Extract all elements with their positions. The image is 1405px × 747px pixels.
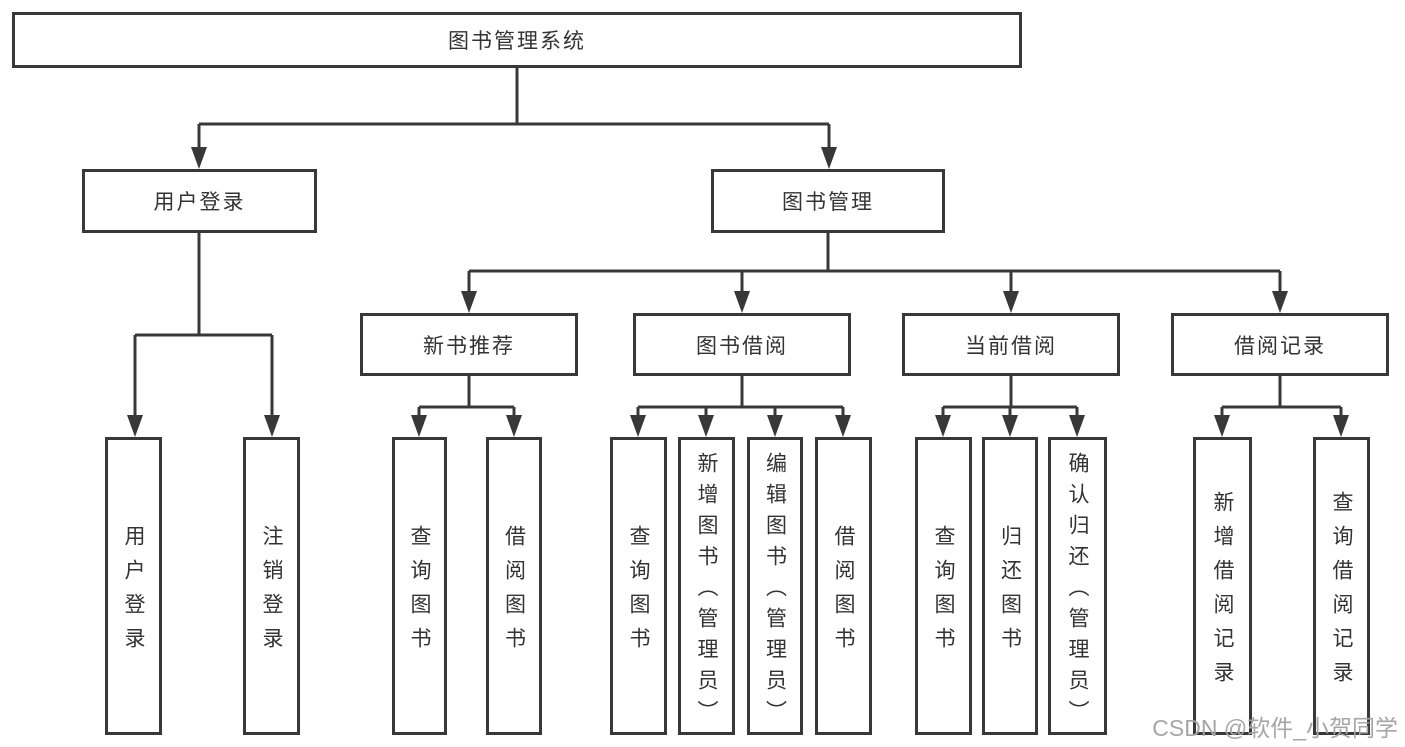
leaf-query-borrow-record: 查询借阅记录 [1313,437,1370,735]
node-user-login-label: 用户登录 [153,191,246,214]
leaf-edit-book-admin: 编辑图书（管理员） [747,437,803,735]
node-current-borrowing: 当前借阅 [902,313,1120,376]
leaf-query-books-borrow: 查询图书 [610,437,667,735]
node-book-management-label: 图书管理 [782,191,874,214]
leaf-user-login: 用户登录 [105,437,162,735]
node-current-borrowing-label: 当前借阅 [965,334,1057,358]
leaf-edit-book-admin-label: 编辑图书（管理员） [763,451,787,731]
node-root-label: 图书管理系统 [448,30,586,53]
node-book-borrowing-label: 图书借阅 [696,334,788,358]
leaf-query-books-current-label: 查询图书 [932,524,955,661]
leaf-borrow-books-borrow-label: 借阅图书 [832,524,855,661]
leaf-add-borrow-record-label: 新增借阅记录 [1211,490,1234,695]
node-new-book-recommend: 新书推荐 [360,313,578,376]
leaf-query-books-recommend: 查询图书 [392,437,447,735]
leaf-confirm-return-admin-label: 确认归还（管理员） [1066,451,1089,731]
leaf-query-books-recommend-label: 查询图书 [408,524,431,661]
leaf-borrow-books-recommend-label: 借阅图书 [502,524,526,661]
node-book-borrowing: 图书借阅 [633,313,851,376]
leaf-query-books-borrow-label: 查询图书 [627,524,650,661]
node-new-book-recommend-label: 新书推荐 [423,334,515,358]
leaf-logout-login-label: 注销登录 [260,524,283,661]
leaf-return-book: 归还图书 [982,437,1038,735]
leaf-borrow-books-recommend: 借阅图书 [486,437,542,735]
leaf-add-book-admin: 新增图书（管理员） [678,437,735,735]
node-book-management: 图书管理 [711,169,945,233]
leaf-add-borrow-record: 新增借阅记录 [1193,437,1252,735]
node-borrowing-records: 借阅记录 [1171,313,1389,376]
leaf-confirm-return-admin: 确认归还（管理员） [1048,437,1107,735]
node-borrowing-records-label: 借阅记录 [1234,334,1326,358]
csdn-watermark: CSDN @软件_小贺同学 [1152,715,1398,741]
leaf-add-book-admin-label: 新增图书（管理员） [695,451,718,731]
leaf-user-login-label: 用户登录 [122,524,145,661]
leaf-logout-login: 注销登录 [243,437,300,735]
leaf-borrow-books-borrow: 借阅图书 [815,437,872,735]
leaf-return-book-label: 归还图书 [998,524,1022,661]
leaf-query-borrow-record-label: 查询借阅记录 [1330,490,1353,695]
leaf-query-books-current: 查询图书 [915,437,972,735]
node-user-login: 用户登录 [82,169,317,233]
node-root-system: 图书管理系统 [12,12,1022,68]
